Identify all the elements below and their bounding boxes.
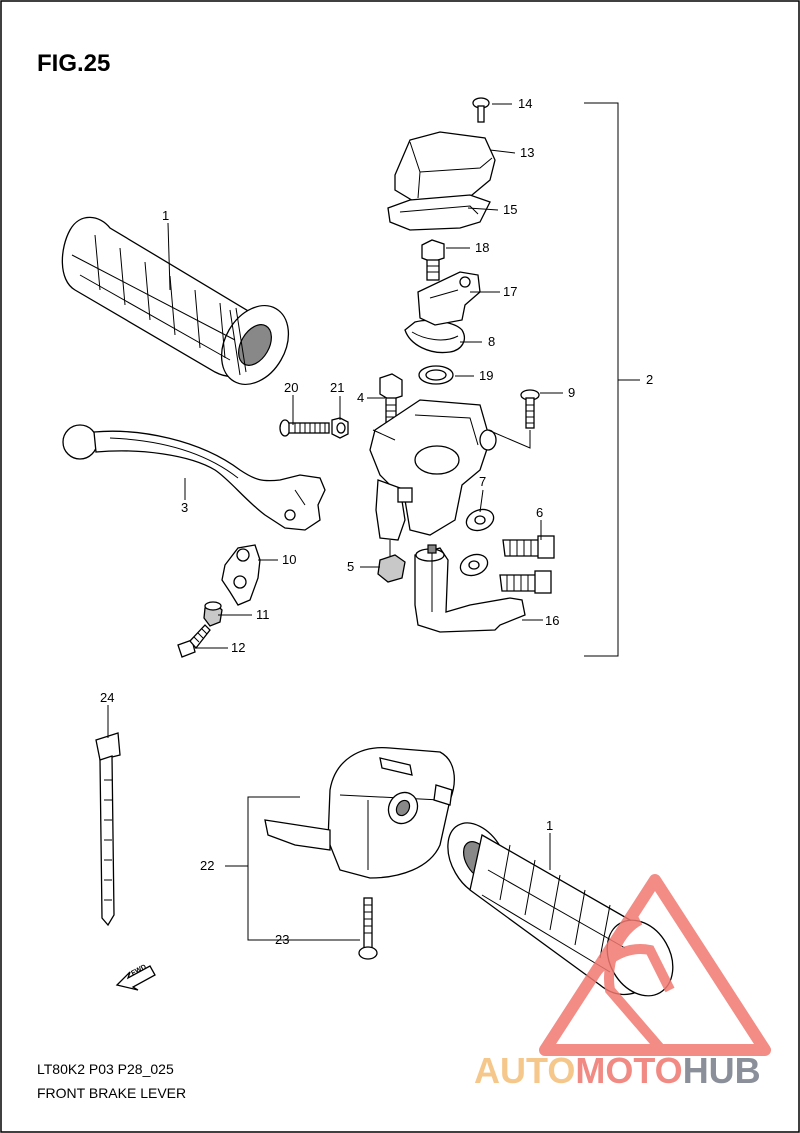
label-15: 15 bbox=[503, 202, 518, 217]
brake-lever bbox=[62, 424, 326, 531]
label-21: 21 bbox=[330, 380, 345, 395]
switch-housing-22 bbox=[264, 746, 455, 879]
label-23: 23 bbox=[275, 932, 290, 947]
bushing bbox=[203, 601, 223, 627]
master-cylinder bbox=[369, 399, 497, 541]
switch-16 bbox=[414, 544, 526, 633]
label-3: 3 bbox=[181, 500, 189, 515]
bolt-12 bbox=[177, 624, 211, 658]
label-8: 8 bbox=[488, 334, 496, 349]
boot-5 bbox=[377, 554, 406, 583]
label-2: 2 bbox=[646, 372, 654, 387]
label-12: 12 bbox=[231, 640, 246, 655]
label-16: 16 bbox=[545, 613, 560, 628]
watermark-moto: MOTO bbox=[575, 1050, 683, 1091]
watermark-logo bbox=[539, 874, 771, 1056]
leader-lines bbox=[107, 103, 563, 870]
screw-14 bbox=[472, 97, 490, 123]
label-6: 6 bbox=[536, 505, 544, 520]
pivot-bolt-20 bbox=[279, 419, 330, 437]
bracket-22 bbox=[247, 796, 300, 941]
nut-21 bbox=[331, 417, 349, 439]
label-20: 20 bbox=[284, 380, 299, 395]
watermark-hub: HUB bbox=[682, 1050, 761, 1091]
label-19: 19 bbox=[479, 368, 494, 383]
label-1-top: 1 bbox=[162, 208, 170, 223]
figure-code: LT80K2 P03 P28_025 bbox=[37, 1061, 174, 1077]
label-1-bottom: 1 bbox=[546, 818, 554, 833]
label-13: 13 bbox=[520, 145, 535, 160]
label-17: 17 bbox=[503, 284, 518, 299]
grip-left bbox=[61, 216, 290, 385]
label-14: 14 bbox=[518, 96, 533, 111]
clamp-bracket bbox=[221, 544, 261, 606]
figure-title: FIG.25 bbox=[37, 50, 111, 77]
fwd-arrow-icon bbox=[115, 965, 156, 991]
washer-7 bbox=[459, 508, 495, 577]
grip-right bbox=[447, 822, 674, 997]
o-ring-19 bbox=[418, 365, 454, 385]
label-11: 11 bbox=[256, 607, 270, 622]
gasket-15 bbox=[387, 194, 491, 231]
screw-9 bbox=[520, 389, 540, 429]
label-18: 18 bbox=[475, 240, 490, 255]
label-24: 24 bbox=[100, 690, 115, 705]
bracket-2 bbox=[584, 102, 619, 657]
cable-tie-24 bbox=[95, 732, 121, 927]
screw-23 bbox=[358, 897, 378, 960]
label-22: 22 bbox=[200, 858, 215, 873]
label-9: 9 bbox=[568, 385, 576, 400]
label-10: 10 bbox=[282, 552, 297, 567]
adjuster-6 bbox=[499, 535, 555, 594]
cap-13 bbox=[394, 131, 496, 206]
plate-17 bbox=[417, 271, 481, 326]
watermark-auto: AUTO bbox=[474, 1050, 576, 1091]
label-7: 7 bbox=[479, 474, 487, 489]
bolt-18 bbox=[421, 239, 445, 281]
label-5: 5 bbox=[347, 559, 355, 574]
label-4: 4 bbox=[357, 390, 365, 405]
figure-caption: FRONT BRAKE LEVER bbox=[37, 1085, 187, 1101]
watermark-text: AUTOMOTOHUB bbox=[474, 1050, 761, 1092]
